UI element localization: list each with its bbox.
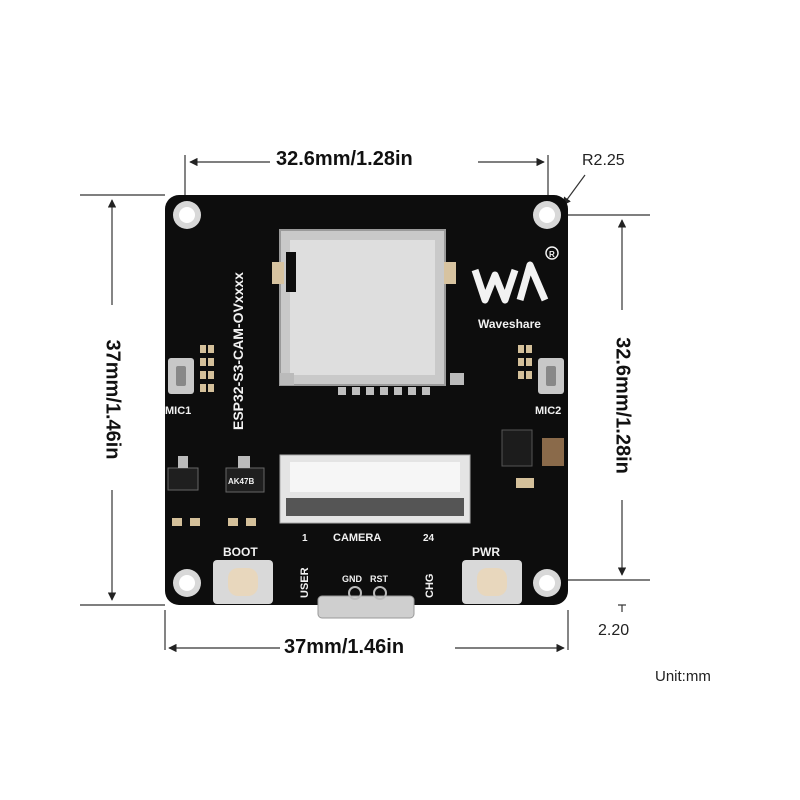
camera-connector <box>279 454 471 524</box>
camera-pin-end: 24 <box>423 533 435 544</box>
boot-button <box>213 560 273 604</box>
top-width-label: 32.6mm/1.28in <box>276 148 413 170</box>
svg-text:R: R <box>549 250 555 259</box>
bottom-width-label: 37mm/1.46in <box>284 636 405 658</box>
user-label: USER <box>299 567 311 598</box>
camera-label: CAMERA <box>333 532 381 544</box>
mounting-holes <box>173 201 561 597</box>
mic1-module <box>168 345 214 394</box>
corner-radius-label: R2.25 <box>582 152 625 169</box>
usb-c-connector <box>317 595 415 619</box>
sd-card-slot <box>272 229 464 395</box>
right-height-label: 32.6mm/1.28in <box>611 337 634 474</box>
pwr-label: PWR <box>472 545 500 559</box>
hole-offset-label: 2.20 <box>598 622 630 639</box>
gnd-label: GND <box>342 574 363 584</box>
dimension-lines <box>80 155 650 653</box>
rst-label: RST <box>370 574 389 584</box>
left-height-label: 37mm/1.46in <box>101 339 124 460</box>
ic-chip <box>501 429 564 488</box>
mic2-module <box>518 345 564 394</box>
test-pads <box>348 586 387 600</box>
camera-pin-start: 1 <box>302 533 308 544</box>
chg-label: CHG <box>424 574 436 598</box>
mic2-label: MIC2 <box>535 405 561 417</box>
regulators <box>167 456 265 526</box>
model-text: ESP32-S3-CAM-OVxxxx <box>230 272 246 430</box>
brand-text: Waveshare <box>478 317 541 331</box>
waveshare-logo: R <box>471 246 559 304</box>
unit-label: Unit:mm <box>655 668 711 685</box>
boot-label: BOOT <box>223 545 258 559</box>
regulator-text: AK47B <box>228 477 254 486</box>
pwr-button <box>462 560 522 604</box>
mic1-label: MIC1 <box>165 405 191 417</box>
